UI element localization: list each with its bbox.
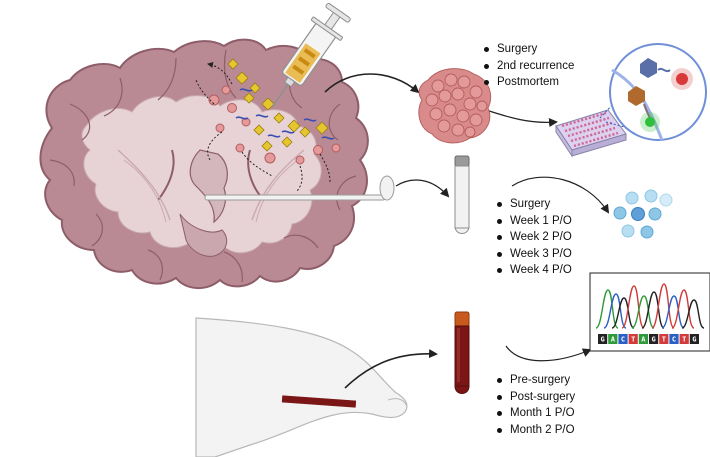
csf-tube-icon [454,155,470,234]
csf-timepoint-item: Week 3 P/O [495,246,572,263]
sequence-base-box [679,334,689,344]
sequence-base-letter: T [682,336,686,344]
tissue-timepoint-item: 2nd recurrence [482,58,574,75]
arrow-blood-to-sequencing [505,345,592,362]
sequence-base-box [598,334,608,344]
sequence-base-box [608,334,618,344]
sequence-base-box [659,334,669,344]
sequence-base-letter: A [611,336,616,344]
blood-timepoint-item: Post-surgery [495,389,575,406]
arrow-csf-to-vesicles [511,176,610,214]
sequence-base-letter: T [631,336,635,344]
blood-draw-band [281,395,357,408]
arrow-tissue-to-plate [479,107,558,128]
tissue-timepoint-item: Postmortem [482,74,574,91]
sequence-base-box [649,334,659,344]
csf-timepoint-item: Week 2 P/O [495,229,572,246]
sequence-base-letter: C [621,336,625,344]
sequence-base-box [628,334,638,344]
sequence-base-letter: C [672,336,676,344]
vesicles-icon [613,189,673,239]
blood-timepoint-item: Month 1 P/O [495,405,575,422]
csf-timepoint-item: Surgery [495,196,572,213]
arrow-brain-to-tissue [324,73,420,94]
sequence-base-box [689,334,699,344]
csf-timepoint-item: Week 1 P/O [495,213,572,230]
sequence-base-letter: G [692,336,696,344]
sequence-base-box [638,334,648,344]
sequence-base-letter: G [600,336,604,344]
catheter [204,175,395,201]
sequence-base-box [618,334,628,344]
blood-timepoint-item: Pre-surgery [495,372,575,389]
tissue-timepoint-item: Surgery [482,41,574,58]
sequence-base-letter: T [662,336,666,344]
sequence-base-letter: A [641,336,646,344]
sequence-base-box [669,334,679,344]
blood-tube-icon [454,311,470,394]
tumor-tissue-icon [418,68,492,144]
well-plate-icon [555,43,707,158]
arrow-arm-to-blood [344,349,438,389]
tumor-region [195,59,341,193]
brain-section [39,38,369,289]
sequence-base-letter: G [651,336,655,344]
csf-timepoint-item: Week 4 P/O [495,262,572,279]
arrow-reservoir-to-csf [395,179,450,198]
blood-timepoint-item: Month 2 P/O [495,422,575,439]
syringe-icon [271,2,351,108]
arm-icon [195,317,408,457]
